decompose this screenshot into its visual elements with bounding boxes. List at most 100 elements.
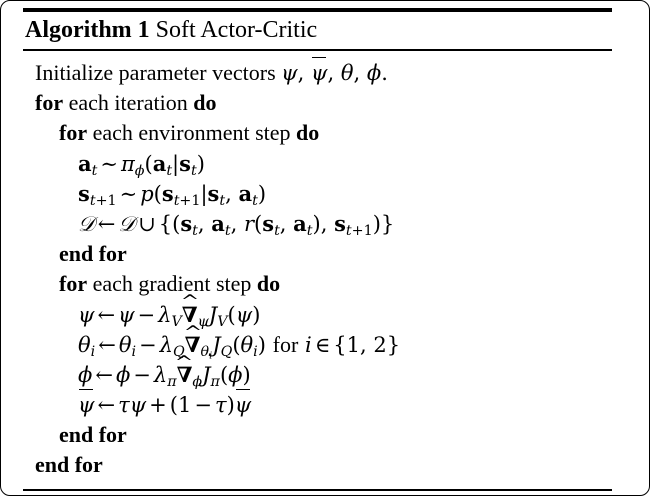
symbol-psi: ψ [281,61,298,85]
line-end-for-gradient-step: end for [23,420,612,450]
line-for-gradient-step: for each gradient step do [23,269,612,299]
subscript-t: t [274,222,280,239]
symbol-psi: ψ [78,302,95,327]
algorithm-label: Algorithm 1 [25,17,150,43]
line-update-psi: ψ←ψ−λV∇ψJV(ψ) [23,300,612,330]
paren-close: ) [372,211,381,236]
paren-open: ( [153,181,162,206]
symbol-s: s [179,150,191,176]
subscript-t: t [252,192,258,209]
brace-close: } [386,332,401,357]
symbol-mid: | [172,151,180,176]
symbol-lambda: λ [153,362,168,387]
rule-top [23,8,612,12]
subscript-V: V [171,313,182,330]
symbol-a: a [211,210,225,236]
equation-append-replay-buffer: 𝒟←𝒟∪{(st, at, r(st, at), st+1)} [78,210,394,239]
initialize-symbols: ψ, ψ, θ, ϕ. [281,56,388,85]
algorithm-steps: Initialize parameter vectors ψ, ψ, θ, ϕ.… [23,51,612,489]
operator-leftarrow: ← [95,362,113,387]
nabla-hat-icon: ∇ [177,360,193,390]
operator-sim: ∼ [119,181,138,206]
symbol-lambda: λ [158,302,172,327]
paren-open: ( [169,393,178,418]
symbol-tau: τ [214,393,227,418]
paren-close: ) [226,393,235,418]
equation-sample-action: at∼πϕ(at|st) [78,150,205,179]
symbol-s: s [78,180,90,206]
keyword-for-2: for [59,120,88,146]
subscript-t: t [190,162,197,179]
operator-minus: − [133,362,151,387]
subscript-phi: ϕ [192,373,203,390]
paren-open: ( [172,211,181,236]
symbol-s: s [262,210,275,236]
sub-one: 1 [191,192,201,209]
keyword-for-1: for [35,90,64,116]
operator-sim: ∼ [100,151,118,176]
subscript-pi: π [210,373,220,390]
symbol-psi: ψ [129,393,147,418]
operator-minus: − [139,332,157,357]
brace-open: { [333,332,347,357]
subscript-theta-i: θi [200,343,213,362]
symbol-psi-bar: ψ [78,388,94,420]
subscript-V: V [217,313,228,330]
line-for-environment-step: for each environment step do [23,118,612,148]
subscript-t: t [192,222,198,239]
symbol-J: J [208,302,218,327]
equation-update-phi: ϕ←ϕ−λπ∇ϕJπ(ϕ) [78,360,251,390]
sub-sub-i: i [209,350,213,362]
paren-open: ( [254,211,263,236]
comma: , [197,211,205,236]
symbol-psi-bar: ψ [235,388,251,420]
symbol-i: i [304,332,312,357]
equation-update-theta: θi←θi−λQ∇θiJQ(θi) for i∈{1, 2} [78,332,401,362]
algorithm-block: Algorithm 1 Soft Actor-Critic Initialize… [23,1,612,491]
sub-theta: θ [200,343,210,360]
value-one: 1 [177,393,192,418]
initialize-text: Initialize parameter vectors [35,60,276,85]
line-end-for-environment-step: end for [23,239,612,269]
comma: , [359,332,367,357]
symbol-theta: θ [240,332,254,357]
paren-open: ( [144,151,153,176]
operator-leftarrow: ← [97,302,116,327]
symbol-s: s [207,180,220,206]
sub-t: t [173,192,180,209]
equation-update-psi: ψ←ψ−λV∇ψJV(ψ) [78,302,261,330]
symbol-phi: ϕ [115,362,131,387]
comma: , [225,181,232,206]
symbol-mid: | [200,181,208,206]
keyword-do-1: do [193,90,217,116]
algorithm-caption: Algorithm 1 Soft Actor-Critic [23,12,612,49]
value-one: 1 [346,332,360,357]
symbol-phi: ϕ [228,362,243,387]
keyword-do-3: do [256,271,281,297]
rule-bottom [23,488,612,491]
operator-minus: − [137,302,156,327]
text-each-iteration: each iteration [68,90,188,116]
symbol-reward: r [243,211,255,236]
subscript-psi: ψ [197,313,209,330]
keyword-end-for-3: end for [35,452,103,478]
symbol-a: a [238,180,253,206]
sub-t: t [345,222,352,239]
operator-plus: + [149,393,167,418]
paren-close: ) [312,211,321,236]
symbol-pi: π [120,151,135,176]
operator-cup: ∪ [138,211,156,236]
comma: , [279,211,287,236]
paren-close: ) [252,302,261,327]
symbol-p: p [140,181,154,206]
keyword-for-3: for [59,271,88,297]
equation-sample-next-state: st+1∼p(st+1|st, at) [78,180,266,209]
subscript-i: i [90,343,96,360]
symbol-replay-buffer: 𝒟 [78,211,95,236]
symbol-theta: θ [118,332,132,357]
symbol-a: a [293,210,307,236]
line-end-for-iteration: end for [23,450,612,480]
comma-3: , [353,61,361,85]
symbol-theta: θ [78,332,91,357]
